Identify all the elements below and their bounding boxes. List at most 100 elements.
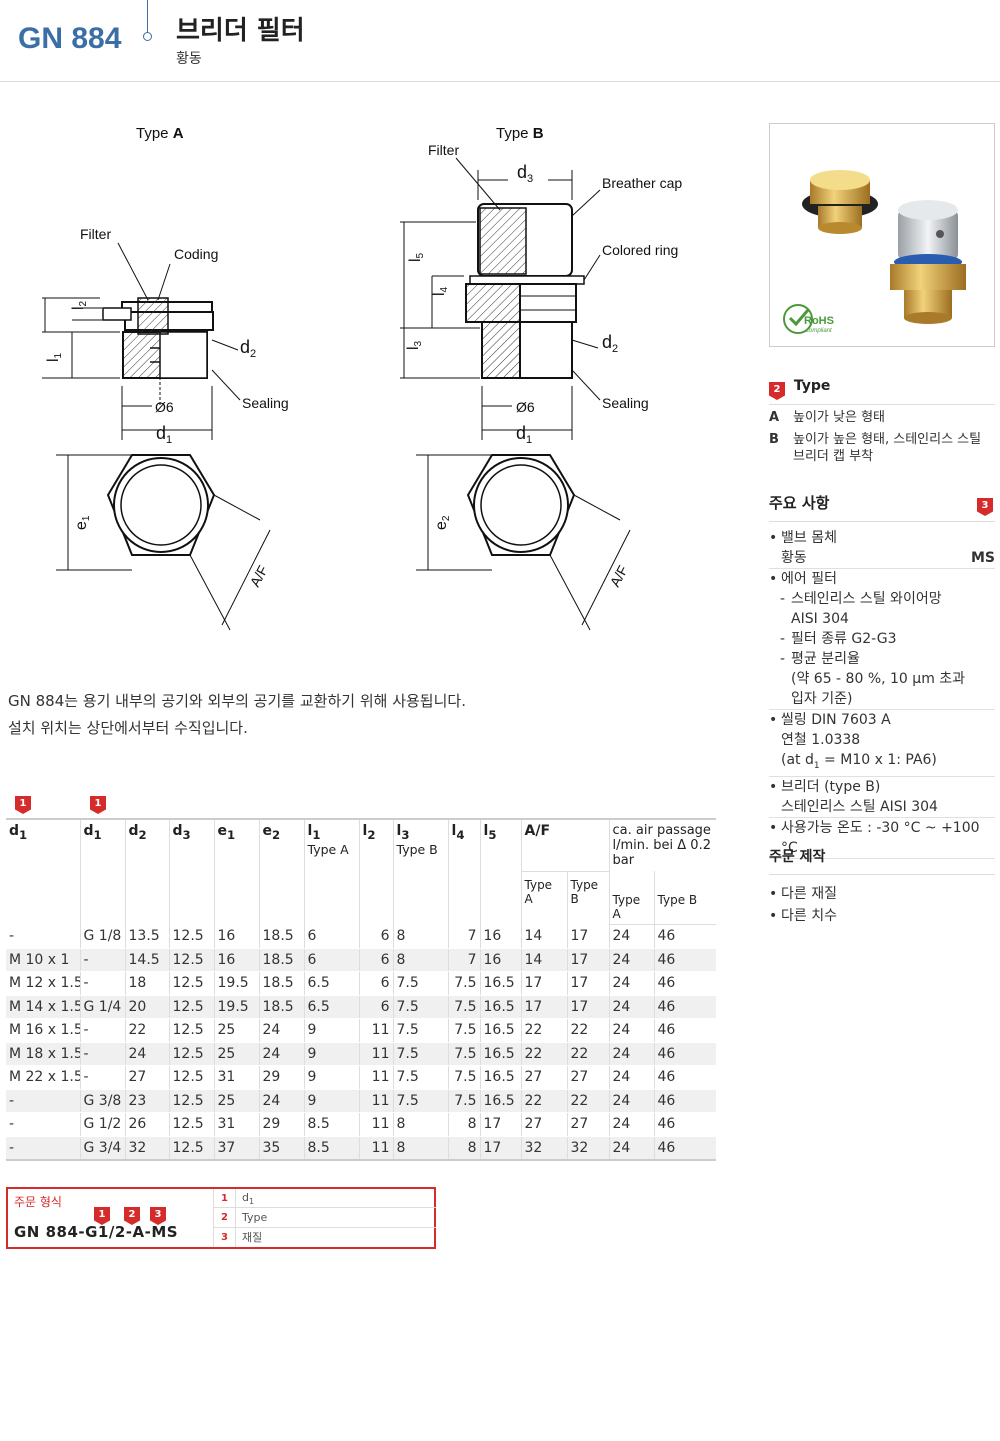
- type-b-breather-cap-label: Breather cap: [602, 175, 682, 191]
- table-cell: 31: [214, 1112, 260, 1137]
- table-cell: -: [6, 1089, 81, 1113]
- type-b-sealing-label: Sealing: [602, 395, 649, 411]
- table-cell: 8.5: [304, 1112, 360, 1137]
- table-cell: 11: [359, 1065, 394, 1090]
- type-a-d2-label: d2: [240, 337, 256, 360]
- type-badge: 2: [769, 382, 785, 400]
- table-cell: 46: [654, 1136, 717, 1161]
- table-cell: 7: [448, 948, 481, 972]
- order-badge: 3: [150, 1207, 166, 1225]
- table-cell: 16.5: [480, 1065, 522, 1090]
- type-a-sealing-label: Sealing: [242, 395, 289, 411]
- brass-filter-type-a: [802, 170, 878, 234]
- table-cell: 22: [567, 1042, 610, 1066]
- table-cell: 18.5: [259, 971, 305, 996]
- table-cell: 37: [214, 1136, 260, 1161]
- features-badge: 3: [977, 498, 993, 516]
- table-cell: 6: [359, 948, 394, 972]
- table-cell: 14: [521, 948, 568, 972]
- custom-title: 주문 제작: [769, 846, 995, 875]
- type-a-hex-view: [56, 454, 271, 631]
- product-code: GN 884: [18, 22, 122, 55]
- table-cell: 18.5: [259, 995, 305, 1019]
- table-cell: 27: [567, 1112, 610, 1137]
- table-cell: 7.5: [448, 1018, 481, 1043]
- col-af-type-b: Type B: [567, 871, 610, 925]
- table-cell: 22: [125, 1018, 170, 1043]
- table-cell: -: [6, 924, 81, 949]
- table-cell: M 12 x 1.5: [6, 971, 81, 996]
- table-cell: 19.5: [214, 995, 260, 1019]
- table-cell: 9: [304, 1018, 360, 1043]
- type-a-d1-label: d1: [156, 423, 172, 446]
- marker-badge: 1: [90, 796, 106, 814]
- table-cell: 24: [259, 1089, 305, 1113]
- table-cell: 16: [480, 924, 522, 949]
- type-section-title: Type: [793, 378, 831, 394]
- table-cell: 8: [448, 1136, 481, 1161]
- col-l5: l5: [480, 818, 522, 925]
- type-section-head: 2 Type: [769, 378, 995, 405]
- table-cell: 26: [125, 1112, 170, 1137]
- table-cell: 16: [214, 924, 260, 949]
- type-a-phi6-label: Ø6: [155, 399, 174, 415]
- table-cell: -: [6, 1136, 81, 1161]
- marker-badge: 1: [15, 796, 31, 814]
- table-cell: 6: [359, 971, 394, 996]
- table-cell: 24: [609, 1112, 655, 1137]
- table-cell: 17: [521, 971, 568, 996]
- type-b-colored-ring-label: Colored ring: [602, 242, 678, 258]
- table-cell: 23: [125, 1089, 170, 1113]
- table-cell: 22: [567, 1018, 610, 1043]
- table-cell: 16: [480, 948, 522, 972]
- table-cell: 9: [304, 1065, 360, 1090]
- table-cell: 6: [359, 995, 394, 1019]
- product-photo: RoHS compliant: [769, 123, 995, 347]
- rohs-logo: RoHS compliant: [783, 304, 834, 334]
- type-a-coding-label: Coding: [174, 246, 218, 262]
- table-cell: 35: [259, 1136, 305, 1161]
- table-cell: 46: [654, 948, 717, 972]
- table-cell: 7.5: [393, 1018, 449, 1043]
- table-cell: 6.5: [304, 995, 360, 1019]
- table-cell: -: [80, 1065, 126, 1090]
- order-label: 주문 형식: [14, 1195, 62, 1209]
- table-cell: G 1/8: [80, 924, 126, 949]
- table-cell: 17: [567, 948, 610, 972]
- table-cell: 8: [448, 1112, 481, 1137]
- table-cell: 12.5: [169, 1042, 215, 1066]
- table-cell: 24: [609, 971, 655, 996]
- table-cell: -: [80, 1018, 126, 1043]
- table-cell: 46: [654, 971, 717, 996]
- custom-item: 다른 재질: [769, 883, 995, 905]
- table-cell: 7.5: [393, 1089, 449, 1113]
- description: GN 884는 용기 내부의 공기와 외부의 공기를 교환하기 위해 사용됩니다…: [8, 688, 728, 742]
- table-cell: 32: [125, 1136, 170, 1161]
- col-e1: e1: [214, 818, 260, 925]
- col-af-type-a: Type A: [521, 871, 568, 925]
- page-title: 브리더 필터: [176, 16, 305, 46]
- header-divider: [147, 0, 148, 34]
- features-title: 주요 사항: [769, 494, 830, 512]
- type-a-filter-label: Filter: [80, 226, 111, 242]
- table-cell: 25: [214, 1018, 260, 1043]
- col-af: A/F: [521, 818, 610, 872]
- table-cell: 18.5: [259, 924, 305, 949]
- svg-text:compliant: compliant: [806, 328, 832, 334]
- table-cell: 7.5: [393, 1065, 449, 1090]
- table-cell: 16.5: [480, 1042, 522, 1066]
- table-cell: 17: [480, 1112, 522, 1137]
- table-cell: 8: [393, 948, 449, 972]
- table-cell: 22: [567, 1089, 610, 1113]
- svg-text:RoHS: RoHS: [804, 315, 834, 327]
